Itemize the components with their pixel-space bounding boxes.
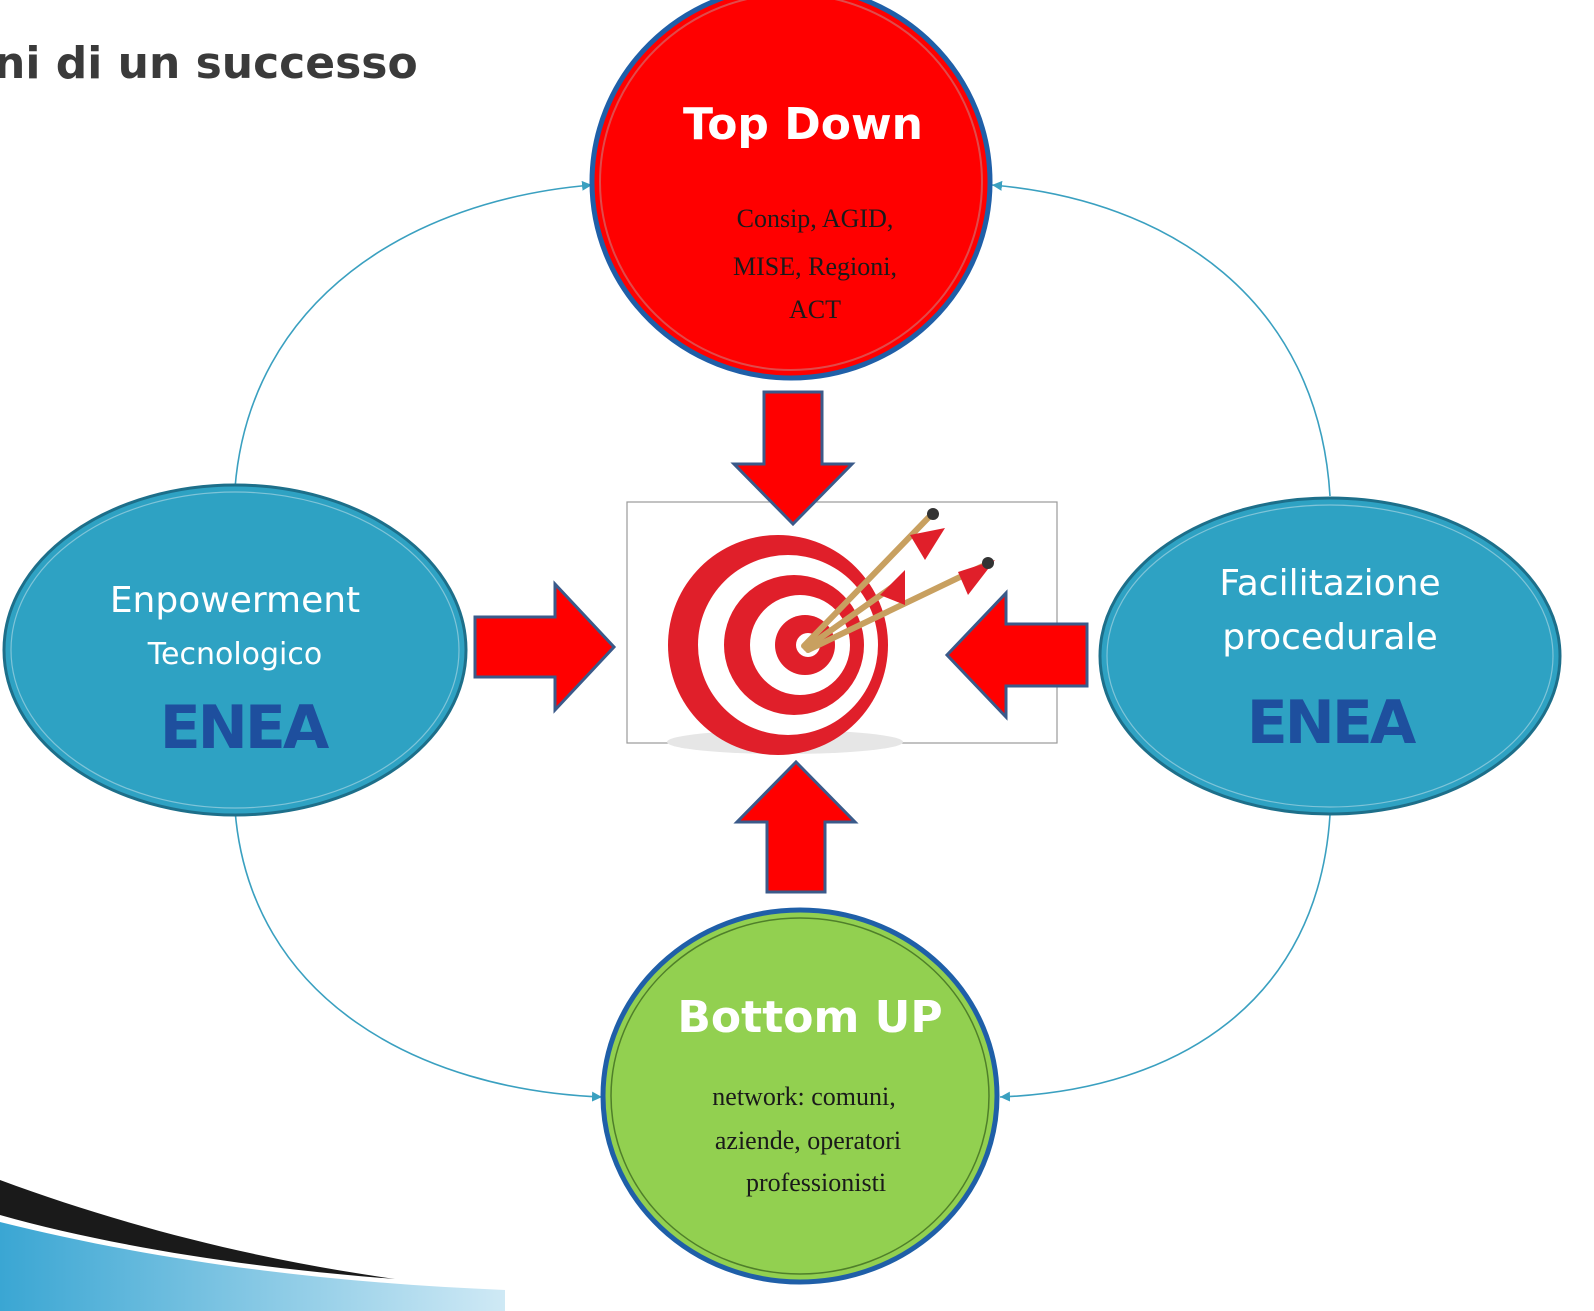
facilitazione-line-1: Facilitazione — [1219, 563, 1440, 604]
enpowerment-ellipse — [2, 483, 468, 817]
enpowerment-inner-ring — [10, 491, 460, 809]
connector-right-to-bottom — [999, 814, 1331, 1102]
target-arrow-shaft-1 — [801, 513, 933, 649]
target-arrow-shaft-3 — [803, 582, 898, 651]
top-down-circle — [589, 0, 993, 381]
bottom-up-node: Bottom UP network: comuni, aziende, oper… — [600, 907, 1000, 1285]
arrow-left-right — [473, 580, 617, 714]
top-down-heading: Top Down — [683, 99, 923, 150]
bottom-up-line-1: network: comuni, — [712, 1082, 895, 1111]
block-arrows — [473, 390, 1089, 894]
bottom-up-inner-ring — [610, 917, 990, 1275]
top-down-line-3: ACT — [789, 295, 841, 324]
enpowerment-node: Enpowerment Tecnologico ENEA — [2, 483, 468, 817]
target-arrow-nock-1 — [927, 508, 939, 520]
top-down-line-1: Consip, AGID, — [737, 204, 894, 233]
connector-left-to-top — [234, 180, 593, 489]
enea-logo-right: ENEA — [1247, 688, 1417, 758]
top-down-line-2: MISE, Regioni, — [733, 252, 897, 281]
top-down-node: Top Down Consip, AGID, MISE, Regioni, AC… — [589, 0, 993, 381]
enpowerment-line-2: Tecnologico — [147, 637, 322, 672]
arrow-bottom-up — [733, 759, 859, 894]
arrow-right-left — [944, 589, 1089, 721]
corner-swoosh-light — [0, 1222, 505, 1311]
target-arrow-fletch-3 — [880, 570, 905, 605]
enpowerment-line-1: Enpowerment — [110, 580, 360, 621]
enea-logo-left: ENEA — [160, 693, 330, 763]
facilitazione-ellipse — [1098, 496, 1562, 816]
target-arrow-fletch-2 — [958, 560, 995, 595]
target-with-arrows-icon — [667, 508, 995, 755]
slide-title: ni di un successo — [0, 38, 418, 89]
facilitazione-inner-ring — [1106, 504, 1554, 808]
arrow-top-down — [730, 390, 856, 527]
facilitazione-node: Facilitazione procedurale ENEA — [1098, 496, 1562, 816]
target-arrow-shaft-2 — [805, 562, 988, 653]
top-down-inner-ring — [599, 0, 983, 371]
bottom-up-heading: Bottom UP — [677, 992, 942, 1043]
connector-right-to-top — [991, 180, 1331, 497]
bottom-up-circle — [600, 907, 1000, 1285]
corner-swoosh — [0, 1180, 505, 1311]
target-arrow-fletch-1 — [910, 528, 945, 560]
corner-swoosh-dark — [0, 1180, 395, 1279]
target-arrows — [801, 513, 988, 653]
connector-curves — [234, 180, 1331, 1102]
connector-left-to-bottom — [234, 809, 603, 1102]
facilitazione-line-2: procedurale — [1222, 617, 1438, 658]
bottom-up-line-2: aziende, operatori — [715, 1126, 901, 1155]
target-arrow-nock-2 — [982, 557, 994, 569]
target-arrow-fletching — [880, 528, 995, 605]
bottom-up-line-3: professionisti — [746, 1168, 886, 1197]
target-arrow-nocks — [927, 508, 994, 569]
